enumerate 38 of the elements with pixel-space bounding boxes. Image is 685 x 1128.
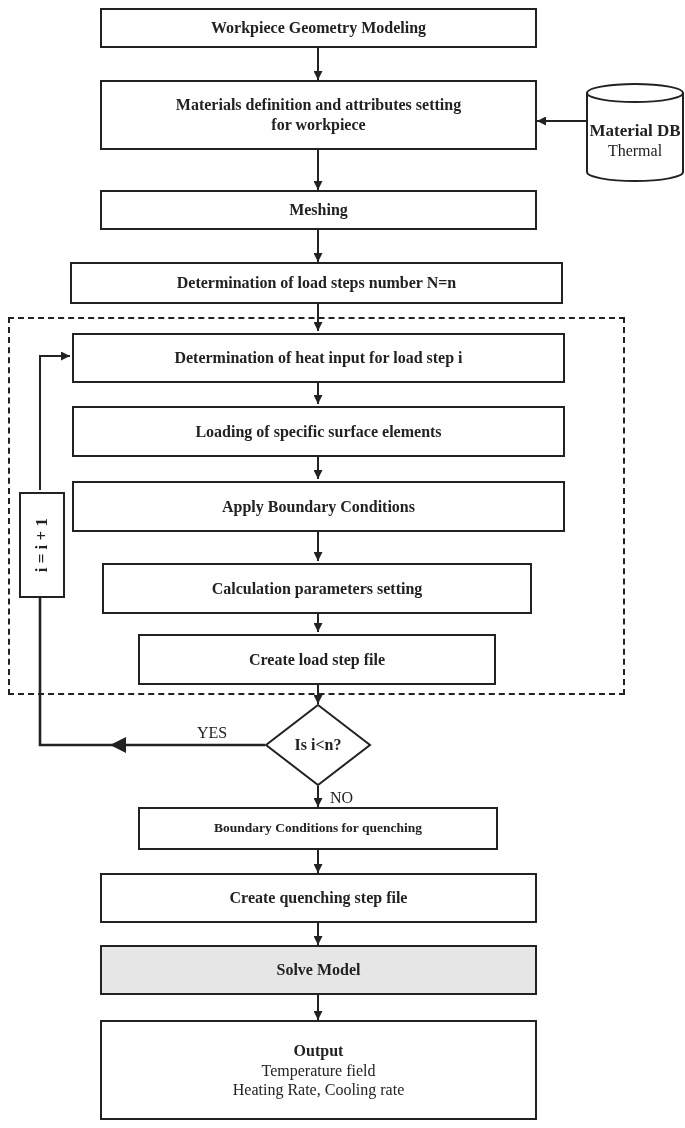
- edge-label: NO: [328, 790, 356, 806]
- process-box: [100, 8, 537, 48]
- process-box: [100, 945, 537, 995]
- step-label: Loading of specific surface elements: [195, 421, 442, 442]
- process-box: [72, 481, 565, 532]
- process-box: [138, 634, 496, 685]
- detail-text: Temperature field: [261, 1060, 376, 1080]
- process-box: [100, 1020, 537, 1120]
- step-label: Workpiece Geometry Modeling: [210, 18, 427, 38]
- database-cylinder: [586, 84, 684, 182]
- step-label: Create quenching step file: [229, 888, 408, 908]
- process-box: [72, 406, 565, 457]
- process-box: [100, 873, 537, 923]
- process-box: [100, 80, 537, 150]
- step-label: Solve Model: [276, 960, 361, 980]
- step-label: Apply Boundary Conditions: [222, 496, 415, 517]
- counter-box: [19, 492, 65, 598]
- detail-text: Heating Rate, Cooling rate: [232, 1080, 405, 1100]
- decision-diamond: [265, 704, 371, 786]
- step-label: Create load step file: [248, 649, 386, 670]
- step-label: Boundary Conditions for quenching: [214, 820, 422, 837]
- step-label: Output: [293, 1040, 344, 1061]
- counter-label: i = i + 1: [31, 517, 53, 573]
- dashed-loop-region: [8, 317, 625, 695]
- process-box: [138, 807, 498, 850]
- edge-label: YES: [195, 725, 230, 741]
- step-label: Determination of heat input for load step i: [174, 348, 463, 368]
- process-box: [72, 333, 565, 383]
- step-label: Materials definition and attributes setting for workpiece: [174, 95, 463, 135]
- step-label: Determination of load steps number N=n: [176, 273, 457, 293]
- step-label: Material DB: [589, 119, 681, 142]
- process-box: [70, 262, 563, 304]
- detail-text: Thermal: [607, 141, 663, 161]
- step-label: Calculation parameters setting: [211, 578, 423, 599]
- decision-label: Is i<n?: [294, 735, 342, 755]
- process-box: [102, 563, 532, 614]
- process-box: [100, 190, 537, 230]
- step-label: Meshing: [289, 200, 348, 220]
